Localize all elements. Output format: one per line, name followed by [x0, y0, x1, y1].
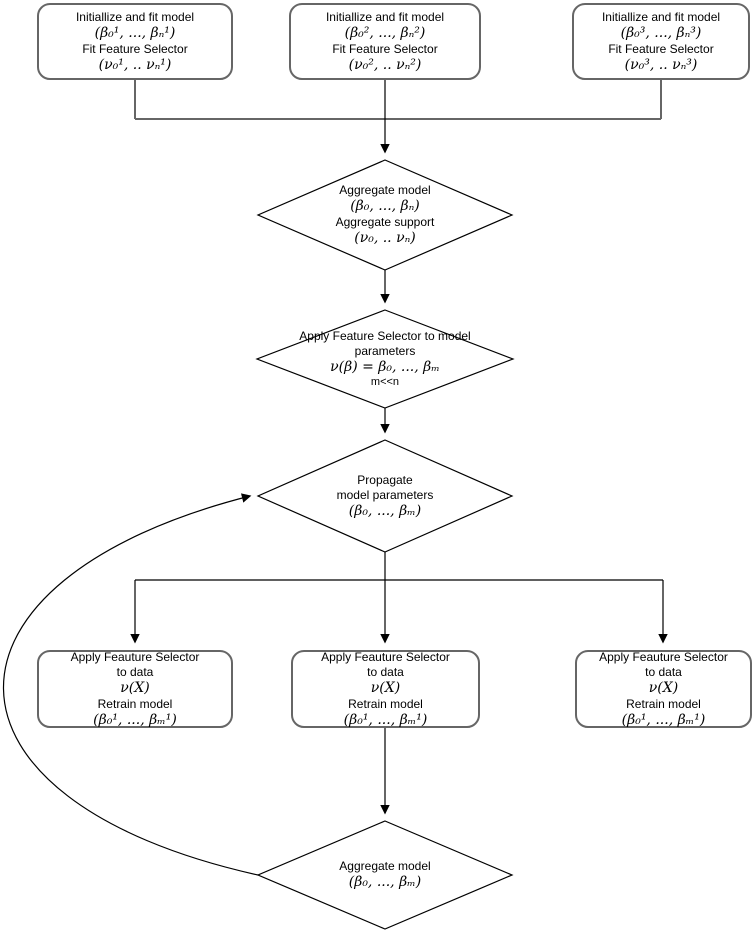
node-text-line: to data [367, 664, 404, 679]
node-math-line: (β₀¹, ..., βₘ¹) [621, 711, 706, 728]
node-text-line: Fit Feature Selector [332, 41, 438, 56]
node-math-line: (β₀², ..., βₙ²) [344, 24, 426, 41]
box-apply-selector-retrain-3: Apply Feauture Selector to data ν(X) Ret… [575, 650, 752, 728]
node-text-line: Retrain model [626, 696, 701, 711]
arrow-feedback-loop [3, 493, 259, 876]
node-math-line: (β₀¹, ..., βₘ¹) [343, 711, 428, 728]
node-math-line: ν(X) [370, 679, 401, 696]
diamond-propagate-model-parameters [256, 439, 514, 553]
node-math-line: (ν₀², .. νₙ²) [348, 56, 422, 73]
box-initialize-fit-model-3: Initiallize and fit model (β₀³, ..., βₙ³… [572, 3, 750, 80]
node-text-line: Apply Feauture Selector [599, 649, 728, 664]
node-text-line: Apply Feauture Selector [70, 649, 200, 664]
node-math-line: (ν₀¹, .. νₙ¹) [98, 56, 172, 73]
node-text-line: Initiallize and fit model [601, 9, 721, 24]
box-apply-selector-retrain-2: Apply Feauture Selector to data ν(X) Ret… [291, 650, 480, 728]
node-text-line: Fit Feature Selector [82, 41, 188, 56]
node-math-line: ν(X) [120, 679, 150, 696]
node-text-line: to data [645, 664, 682, 679]
diamond-aggregate-model-support [256, 159, 514, 271]
node-math-line: (β₀¹, ..., βₙ¹) [94, 24, 176, 41]
diamond-apply-feature-selector-parameters [255, 309, 515, 409]
node-text-line: Retrain model [97, 696, 173, 711]
connector-top-join [134, 80, 662, 120]
box-initialize-fit-model-1: Initiallize and fit model (β₀¹, ..., βₙ¹… [37, 3, 233, 80]
node-text-line: to data [116, 664, 154, 679]
connector-propagate-branch [135, 552, 663, 581]
box-apply-selector-retrain-1: Apply Feauture Selector to data ν(X) Ret… [37, 650, 233, 728]
node-text-line: Apply Feauture Selector [321, 649, 450, 664]
node-text-line: Initiallize and fit model [75, 9, 195, 24]
node-math-line: (β₀³, ..., βₙ³) [620, 24, 702, 41]
node-math-line: (ν₀³, .. νₙ³) [624, 56, 698, 73]
node-math-line: (β₀¹, ..., βₘ¹) [93, 711, 177, 728]
box-initialize-fit-model-2: Initiallize and fit model (β₀², ..., βₙ²… [289, 3, 481, 80]
node-math-line: ν(X) [648, 679, 679, 696]
node-text-line: Initiallize and fit model [325, 9, 445, 24]
node-text-line: Fit Feature Selector [608, 41, 714, 56]
diamond-aggregate-model-final [256, 820, 514, 930]
node-text-line: Retrain model [348, 696, 423, 711]
